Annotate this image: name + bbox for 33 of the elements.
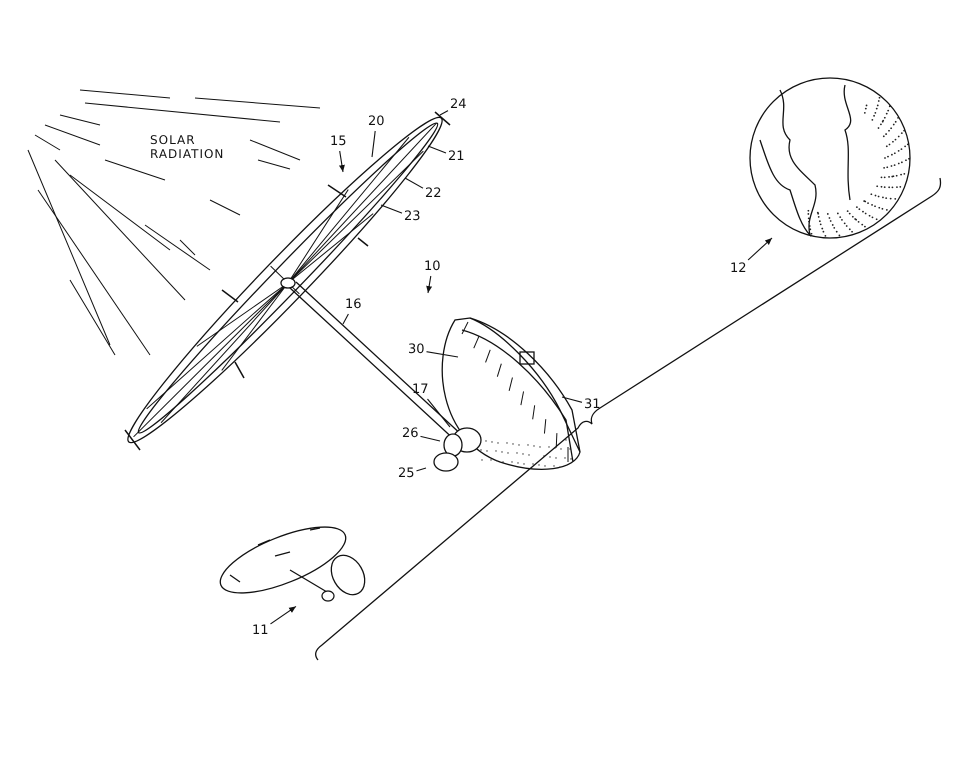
callout-number: 31 — [584, 398, 601, 412]
leader-line — [342, 314, 349, 324]
callout-number: 17 — [412, 383, 429, 397]
callout-number: 10 — [424, 260, 441, 274]
arrow — [748, 238, 772, 260]
leader-line — [427, 398, 450, 428]
earth-drawing — [749, 77, 911, 239]
callout-number: 26 — [402, 427, 419, 441]
callout-number: 20 — [368, 115, 385, 129]
callout-number: 16 — [345, 298, 362, 312]
callout-number: 15 — [330, 135, 347, 149]
leader-line — [371, 130, 376, 158]
callout-number: 11 — [252, 624, 269, 638]
leader-line — [420, 436, 440, 442]
leader-line — [562, 396, 582, 403]
arrow — [338, 150, 345, 172]
leader-line — [440, 110, 448, 116]
satellite-drawing — [220, 526, 366, 602]
callout-number: 12 — [730, 262, 747, 276]
leader-line — [404, 178, 424, 189]
leader-line — [426, 351, 458, 358]
callout-number: 22 — [425, 187, 442, 201]
leader-line — [380, 204, 402, 214]
callout-number: 23 — [404, 210, 421, 224]
callout-number: 21 — [448, 150, 465, 164]
leader-line — [416, 467, 426, 472]
leader-line — [428, 145, 446, 154]
callout-number: 24 — [450, 98, 467, 112]
annotation-text: SOLAR RADIATION — [150, 133, 226, 161]
arrow — [426, 276, 432, 294]
arrow — [270, 606, 296, 624]
callout-number: 30 — [408, 343, 425, 357]
callout-number: 25 — [398, 467, 415, 481]
